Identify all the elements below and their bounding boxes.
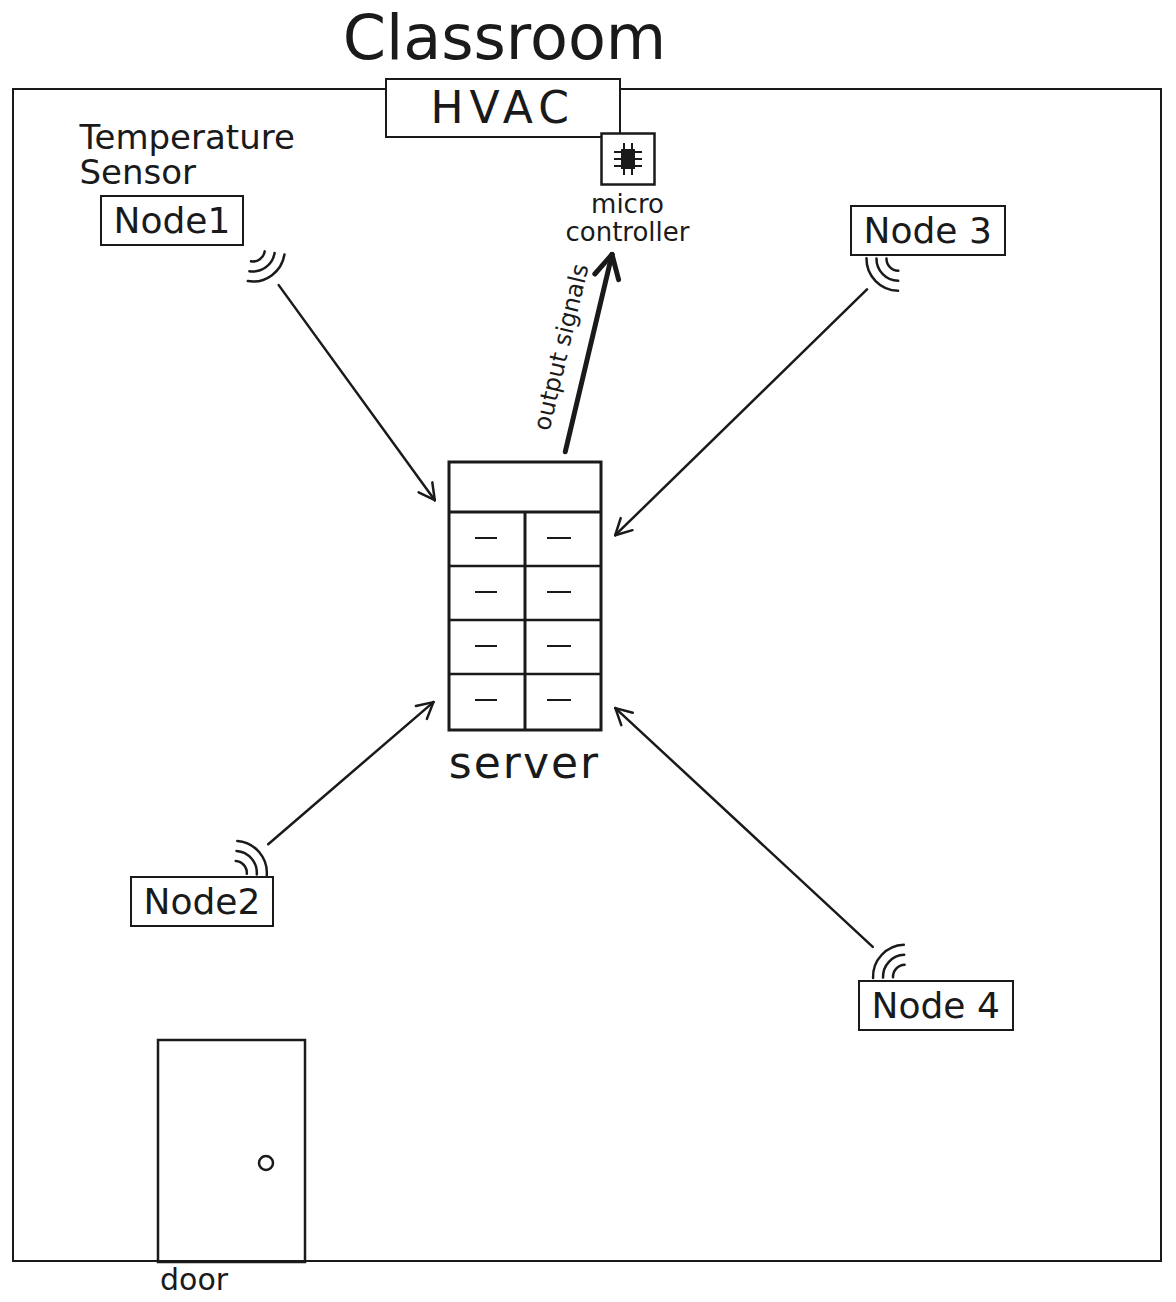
sensor-node: Node 3 [850,205,1006,256]
node-label: Node 3 [864,210,992,251]
part-name: door [160,1265,228,1295]
drive-slot [475,537,497,539]
wireless-wave [883,955,904,978]
wireless-wave [893,965,905,977]
wireless-wave [876,258,898,280]
wireless-wave [249,253,274,272]
component-label: server [440,738,610,789]
node-label: Node 4 [872,985,1000,1026]
sensor-node: Node2 [130,876,275,927]
sensor-node: Temperature SensorNode1 [80,120,330,247]
edge-label: output signals [530,261,593,432]
wireless-wave [866,258,898,290]
sensor-node: Node 4 [858,980,1014,1031]
hvac-box: HVAC [385,78,621,139]
room-outline: ClassroomHVACTemperature SensorNode1micr… [12,88,1162,1262]
microcontroller: micro controller [548,132,708,247]
server-rack: server [440,460,610,789]
chip-pin [614,165,642,167]
signal-arrow [615,708,904,978]
connector-line [268,702,433,844]
drive-slot [547,537,571,539]
connector-line [615,708,872,947]
rack-shelf [449,564,601,567]
chip-pin [614,151,642,153]
arrowhead [432,482,434,500]
chip-pin [631,143,633,175]
node-label: Node1 [114,200,231,241]
chip-pin [623,143,625,175]
wireless-wave [248,255,285,282]
drive-slot [475,591,497,593]
wireless-wave [886,259,898,271]
chip-housing [601,133,654,184]
arrowhead [615,708,632,713]
room-title: Classroom [343,2,667,73]
sensor-heading: Temperature Sensor [80,120,330,191]
wireless-wave [237,841,267,875]
rack-outline [449,462,601,730]
chip-pin [614,158,642,160]
component-label: micro controller [548,190,708,247]
drive-slot [547,699,571,701]
connector-line [615,289,867,535]
arrowhead [612,254,619,279]
chip-symbol [600,132,656,186]
door-outline [158,1040,305,1262]
drive-slot [547,645,571,647]
arrowhead [419,492,435,500]
wireless-wave [236,851,256,875]
signal-arrow [248,251,435,500]
node-outline: Node1 [100,195,245,246]
connector-line [279,285,435,500]
arrowhead [595,254,612,274]
signal-arrow [236,702,434,875]
rack-shelf [449,672,601,675]
wireless-wave [873,945,904,978]
rack-shelf [449,618,601,621]
node-label: HVAC [431,83,575,134]
arrowhead [615,518,620,535]
drive-slot [475,699,497,701]
drive-slot [547,591,571,593]
wireless-wave [251,251,265,261]
wireless-wave [236,861,247,874]
signal-arrow [615,258,898,535]
server-symbol [447,460,603,732]
door-knob [259,1156,273,1170]
arrowhead [427,702,434,719]
node-label: Node2 [144,881,261,922]
drive-slot [475,645,497,647]
